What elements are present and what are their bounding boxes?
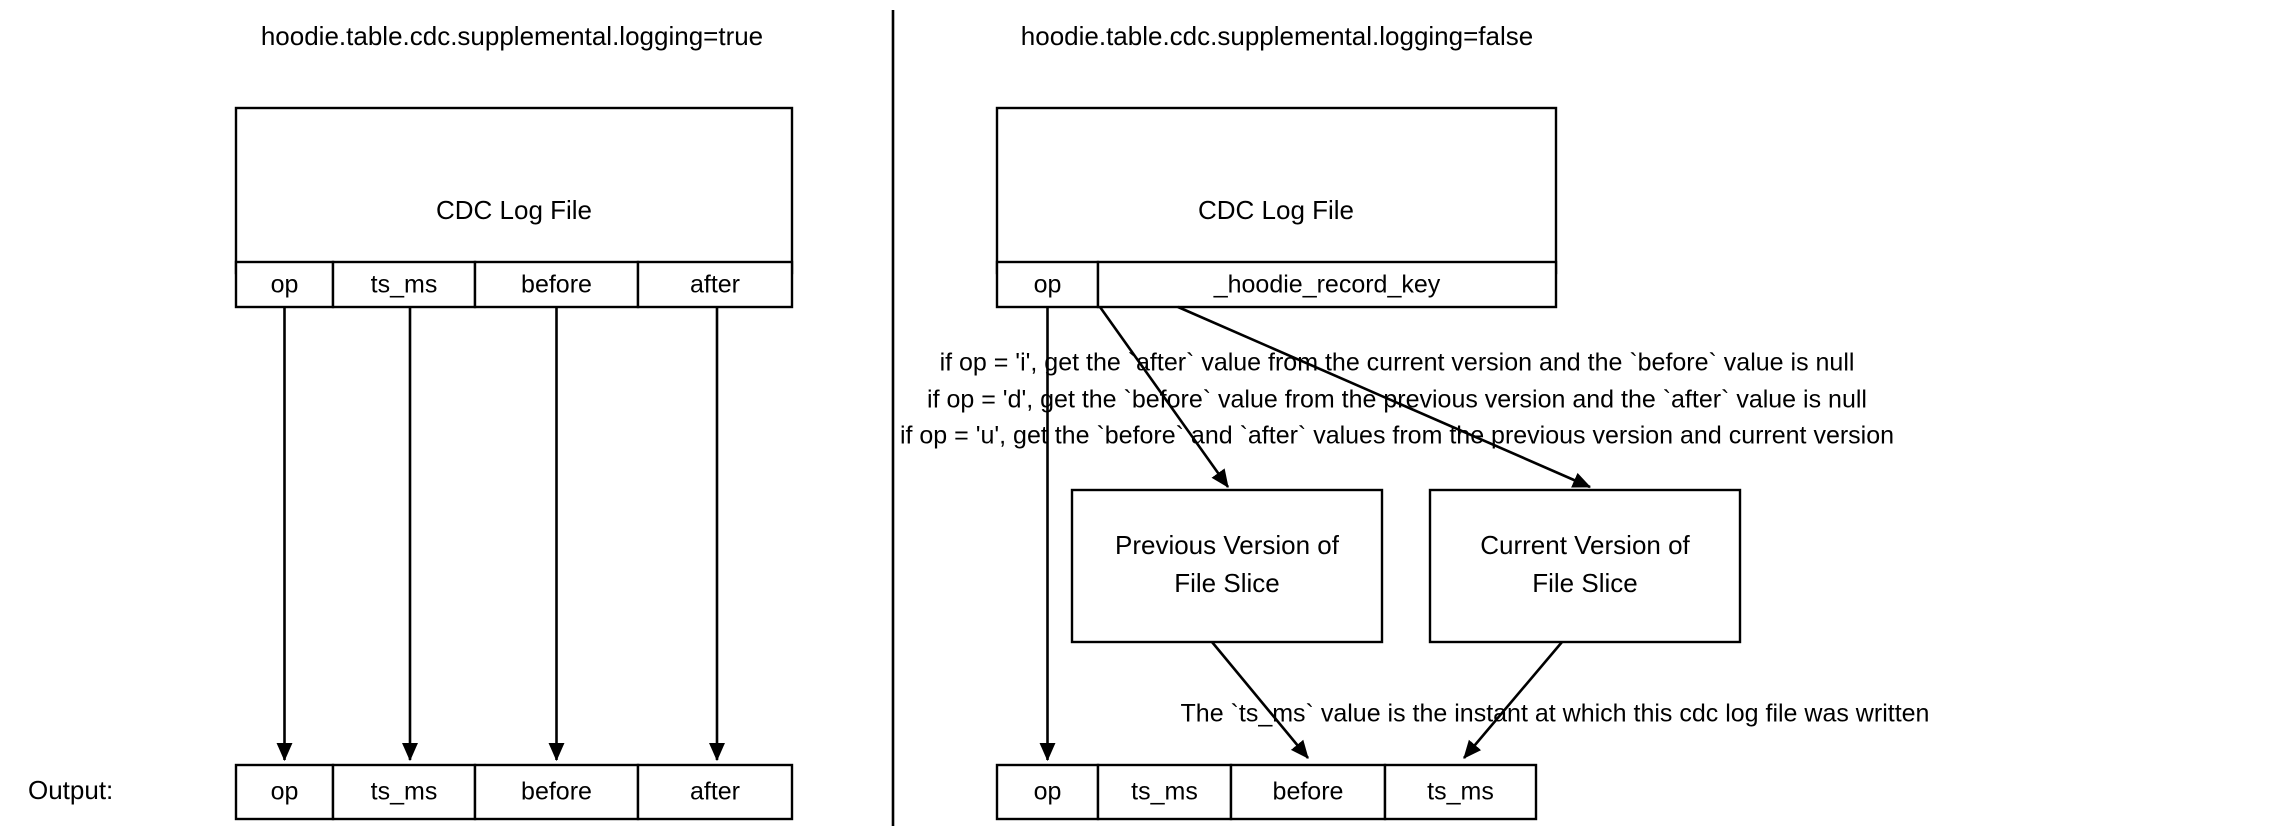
right-cdc-log-file-box[interactable]: CDC Log File — [995, 106, 1558, 275]
panel-left-title: hoodie.table.cdc.supplemental.logging=tr… — [261, 21, 763, 51]
left-log-col-label-op: op — [271, 271, 299, 299]
right-cdc-log-file-columns: op _hoodie_record_key — [995, 260, 1558, 309]
right-arrow-to-current-version — [1177, 305, 1592, 489]
left-log-col-label-ts-ms: ts_ms — [371, 271, 438, 299]
panel-left: hoodie.table.cdc.supplemental.logging=tr… — [28, 21, 794, 821]
right-output-row: op ts_ms before ts_ms — [995, 763, 1538, 821]
right-output-cell-before[interactable] — [1229, 763, 1387, 821]
right-output-cell-ts-ms-2[interactable] — [1383, 763, 1538, 821]
right-arrow-to-previous-version — [1098, 306, 1230, 488]
right-output-label-op: op — [1034, 778, 1062, 806]
right-output-label-before: before — [1273, 778, 1344, 806]
right-current-version-box[interactable]: Current Version of File Slice — [1428, 488, 1742, 644]
left-output-row: op ts_ms before after — [234, 763, 794, 821]
right-current-version-line2: File Slice — [1532, 568, 1637, 598]
left-output-label: Output: — [28, 775, 113, 805]
right-note-line-insert: if op = 'i', get the `after` value from … — [940, 349, 1855, 377]
left-log-col-label-before: before — [521, 271, 592, 299]
left-log-col-cell-after[interactable] — [636, 260, 794, 309]
right-previous-version-box[interactable]: Previous Version of File Slice — [1070, 488, 1384, 644]
right-log-col-cell-op[interactable] — [995, 260, 1100, 309]
right-current-version-line1: Current Version of — [1480, 530, 1690, 560]
right-branch-arrows — [1098, 305, 1592, 489]
right-output-label-ts-ms-2: ts_ms — [1427, 778, 1494, 806]
left-output-cell-after[interactable] — [636, 763, 794, 821]
right-output-cell-op[interactable] — [995, 763, 1100, 821]
right-note-line-update: if op = 'u', get the `before` and `after… — [900, 422, 1894, 450]
left-log-col-cell-ts-ms[interactable] — [331, 260, 477, 309]
right-cdc-log-file-label: CDC Log File — [1198, 195, 1354, 225]
left-output-cell-before[interactable] — [473, 763, 640, 821]
right-note-line-ts-ms: The `ts_ms` value is the instant at whic… — [1181, 700, 1930, 728]
left-output-label-ts-ms: ts_ms — [371, 778, 438, 806]
right-output-label-ts-ms-1: ts_ms — [1131, 778, 1198, 806]
right-note-line-delete: if op = 'd', get the `before` value from… — [927, 386, 1867, 414]
left-output-label-before: before — [521, 778, 592, 806]
left-log-col-label-after: after — [690, 271, 740, 299]
right-arrow-current-to-ts-ms — [1463, 641, 1563, 759]
left-cdc-log-file-label: CDC Log File — [436, 195, 592, 225]
panel-right: hoodie.table.cdc.supplemental.logging=fa… — [900, 21, 1930, 821]
panel-right-title: hoodie.table.cdc.supplemental.logging=fa… — [1021, 21, 1533, 51]
left-output-label-op: op — [271, 778, 299, 806]
left-cdc-log-file-box[interactable]: CDC Log File — [234, 106, 794, 275]
right-log-col-label-op: op — [1034, 271, 1062, 299]
left-cdc-log-file-columns: op ts_ms before after — [234, 260, 794, 309]
left-output-label-after: after — [690, 778, 740, 806]
right-previous-version-line1: Previous Version of — [1115, 530, 1340, 560]
right-op-rule-notes: if op = 'i', get the `after` value from … — [900, 349, 1894, 450]
left-output-cell-op[interactable] — [234, 763, 335, 821]
right-log-col-label-record-key: _hoodie_record_key — [1213, 271, 1441, 299]
right-version-to-output-arrows — [1210, 641, 1563, 759]
right-previous-version-line2: File Slice — [1174, 568, 1279, 598]
right-log-col-cell-record-key[interactable] — [1096, 260, 1558, 309]
left-flow-arrows — [276, 307, 726, 762]
right-arrow-previous-to-before — [1210, 641, 1310, 759]
